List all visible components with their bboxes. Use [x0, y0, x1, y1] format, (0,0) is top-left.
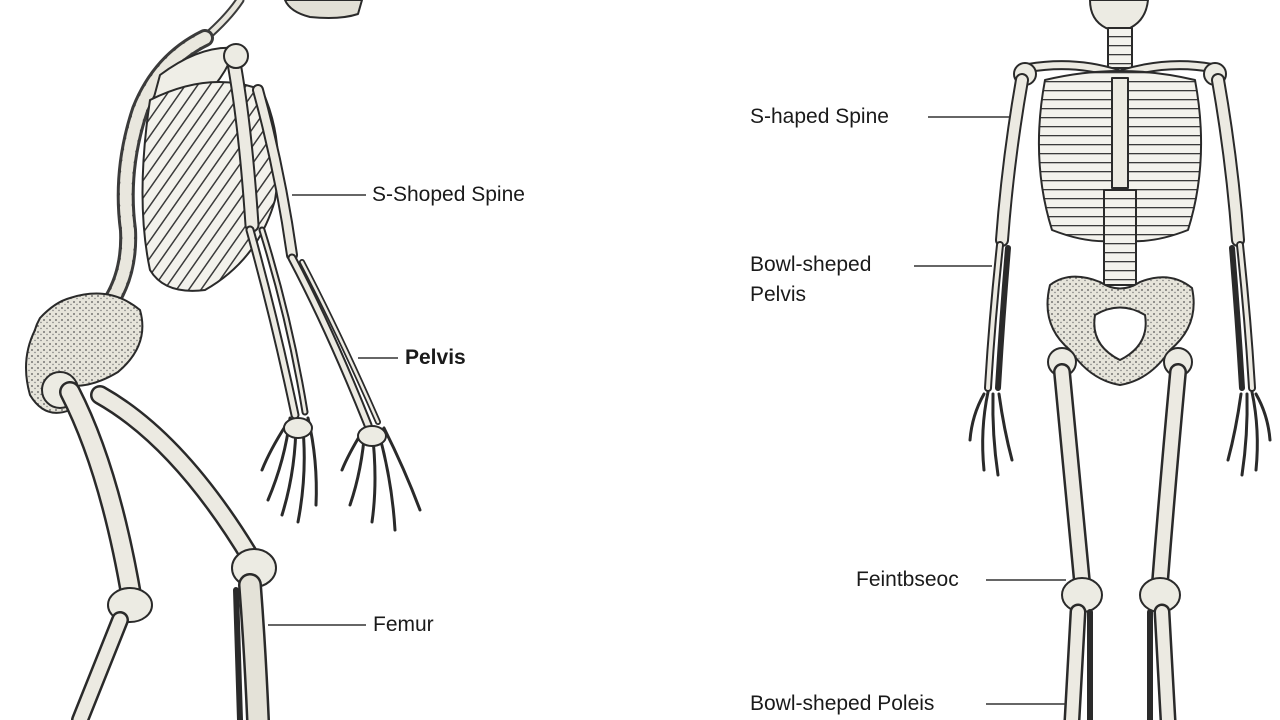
left-spine-label: S-Shoped Spine	[372, 183, 525, 206]
right-leader-lines	[914, 116, 1066, 705]
left-pelvis-label: Pelvis	[405, 346, 466, 369]
left-skeleton	[25, 0, 422, 720]
left-femur-label: Femur	[373, 613, 434, 636]
right-pelvis-label-line1: Bowl-sheped	[750, 253, 872, 276]
right-skeleton	[968, 0, 1272, 720]
right-knee-label: Feintbseoc	[856, 568, 959, 591]
right-lower-label: Bowl-sheped Poleis	[750, 692, 935, 715]
right-pelvis-label-line2: Pelvis	[750, 283, 807, 306]
left-leader-lines	[268, 194, 398, 626]
right-spine-label: S-haped Spine	[750, 105, 889, 128]
